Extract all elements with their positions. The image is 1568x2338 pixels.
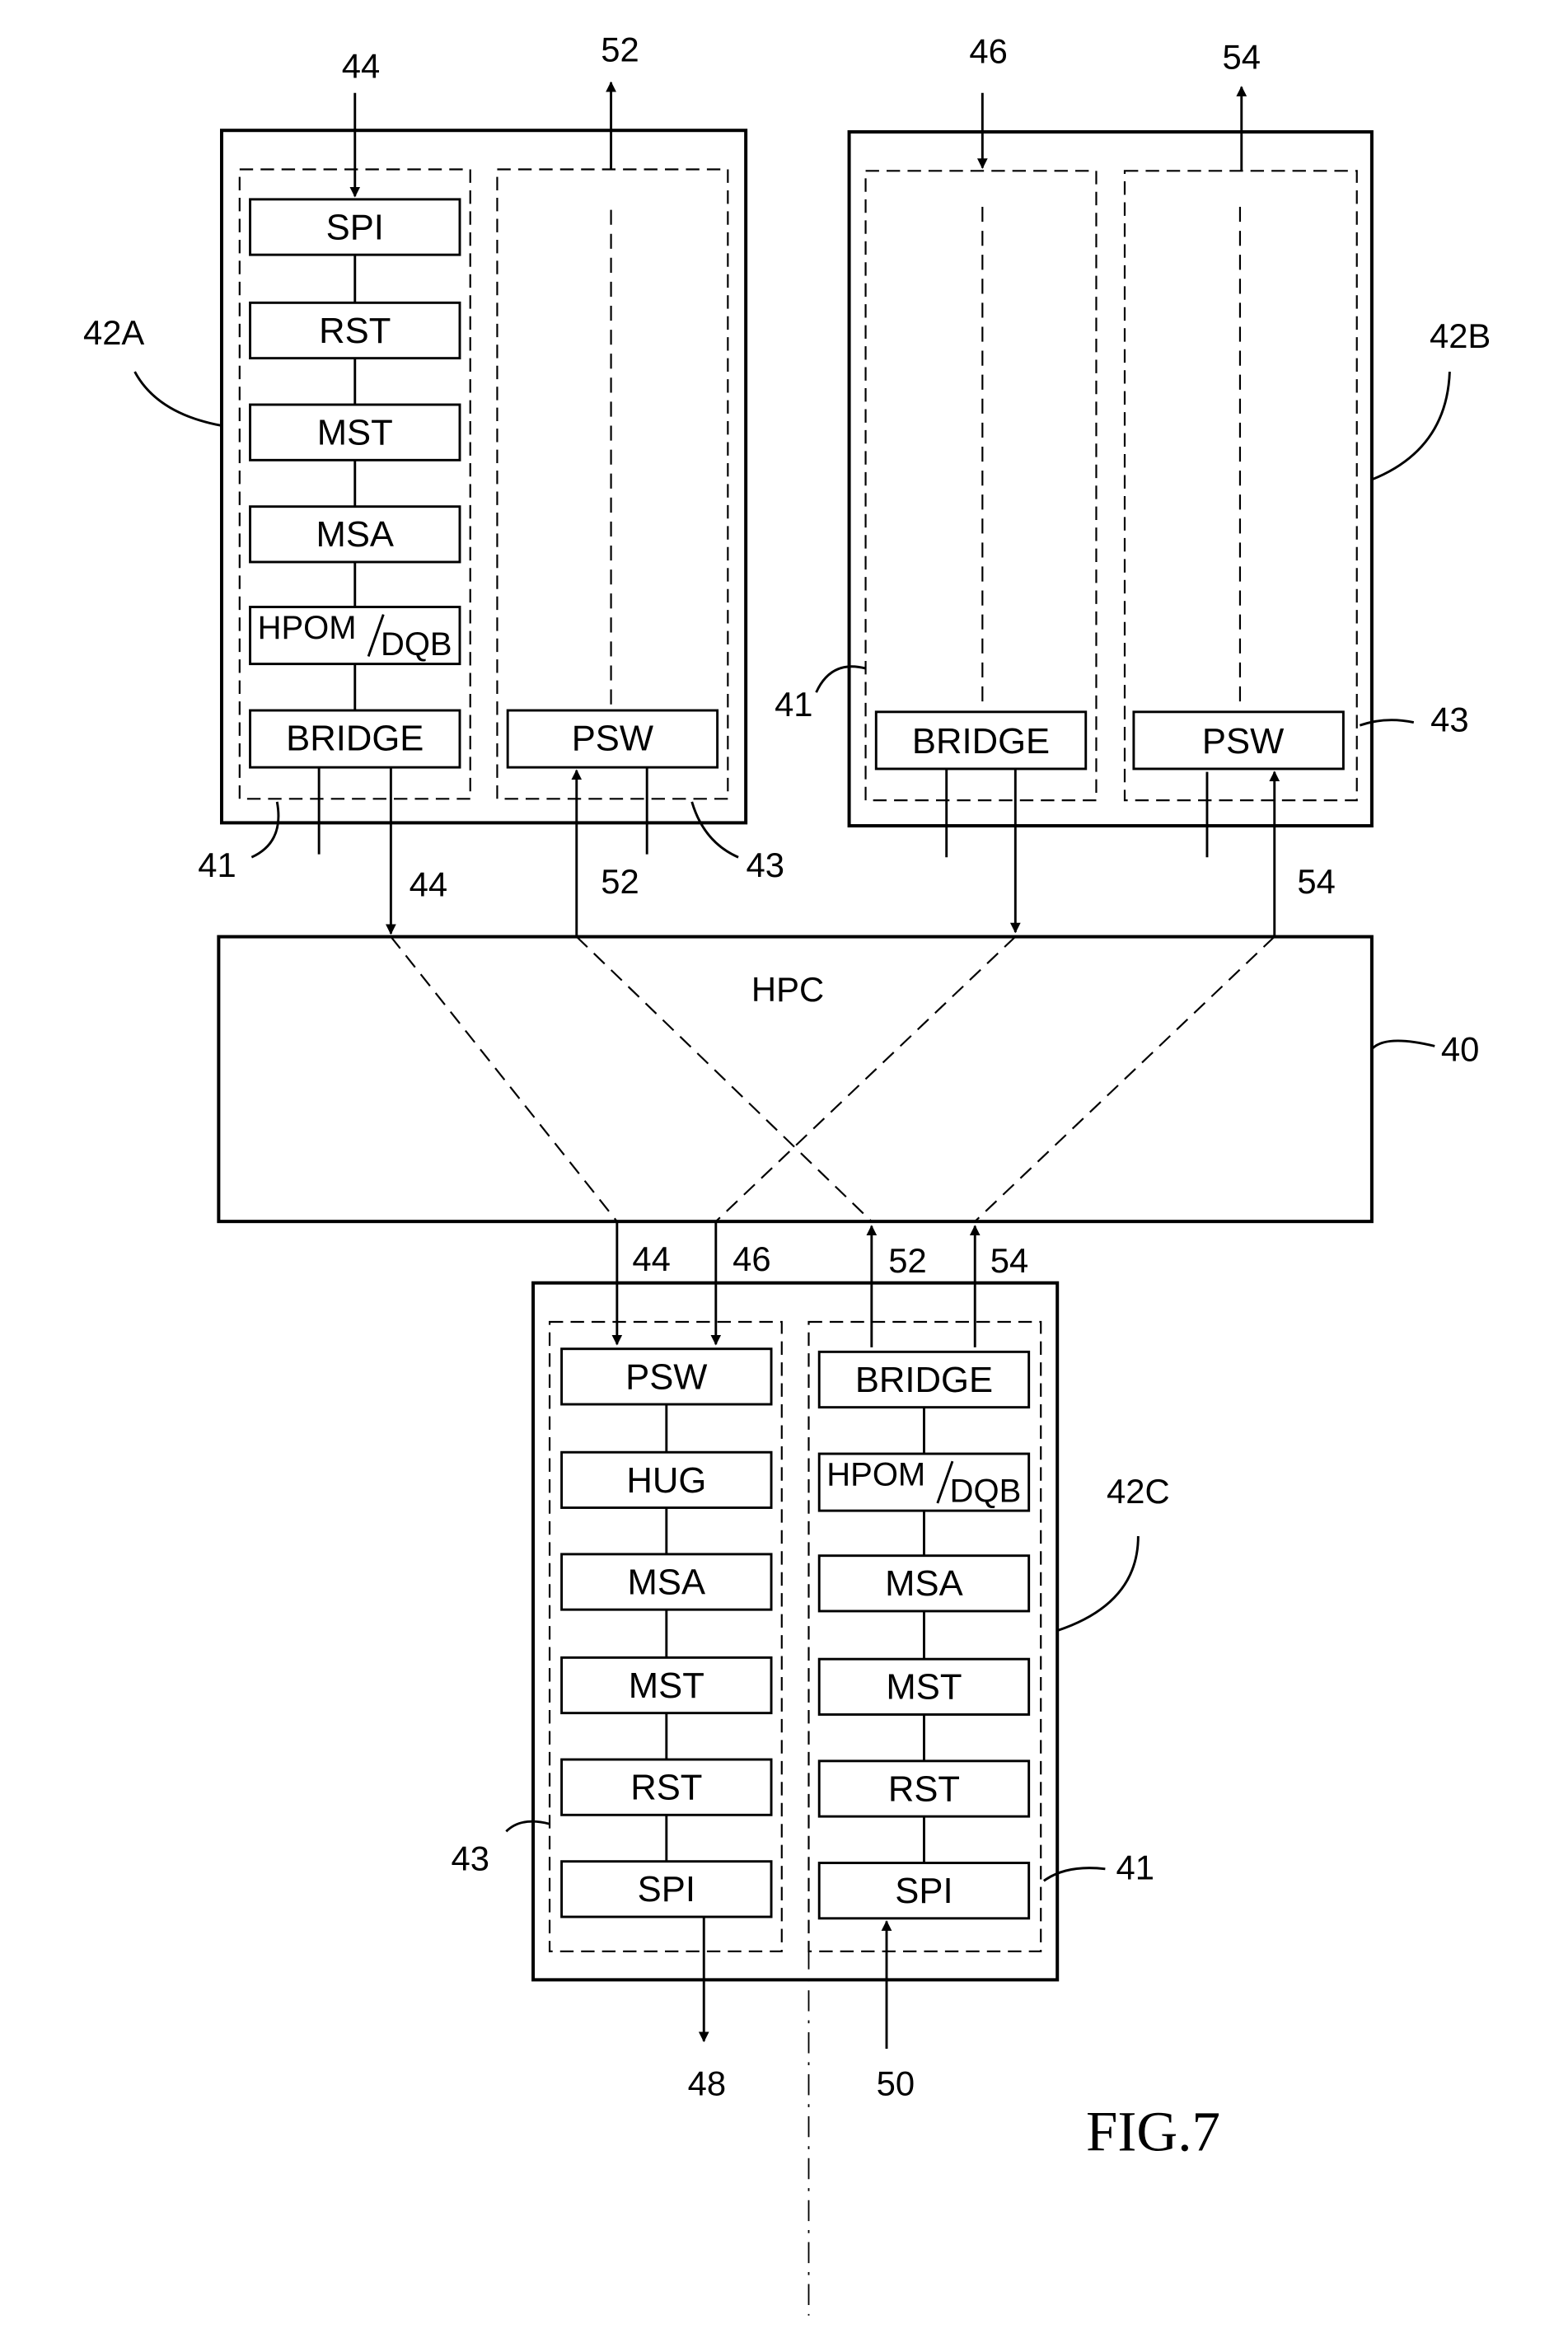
ref-42c: 42C	[1107, 1472, 1170, 1511]
block-spi-c-right-label: SPI	[895, 1872, 953, 1911]
hpc-switch: HPC 40	[218, 937, 1479, 1222]
figure-title: FIG.7	[1086, 2100, 1220, 2163]
block-mst-c-right-label: MST	[886, 1668, 962, 1708]
ref-44-bottom: 44	[410, 864, 447, 903]
block-mst-c-left-label: MST	[629, 1666, 704, 1706]
ref-43-b: 43	[1430, 700, 1468, 738]
ref-46-top: 46	[969, 31, 1007, 70]
leader-40	[1372, 1041, 1435, 1049]
ref-48: 48	[688, 2064, 726, 2102]
unit-42b: BRIDGE PSW 46 54 54 42B 41 43	[775, 31, 1491, 936]
block-bridge-label: BRIDGE	[286, 719, 424, 759]
block-bridge-c-label: BRIDGE	[855, 1361, 993, 1400]
block-mst-label: MST	[317, 414, 393, 453]
block-psw-label: PSW	[572, 719, 654, 759]
block-bridge-b-label: BRIDGE	[912, 722, 1050, 761]
ref-42a: 42A	[83, 313, 144, 352]
leader-42b	[1372, 372, 1450, 480]
block-hpom-c-label: HPOM	[826, 1456, 925, 1492]
unit-42c: 44 46 52 54 PSW HUG MSA MST RST SPI BRID…	[451, 1221, 1169, 2316]
block-spi-c-left-label: SPI	[638, 1870, 695, 1909]
block-spi-label: SPI	[326, 208, 384, 247]
ref-41-c: 41	[1116, 1848, 1154, 1886]
block-dqb-label: DQB	[381, 626, 452, 663]
block-msa-c-left-label: MSA	[628, 1563, 706, 1602]
ref-46-c: 46	[733, 1239, 770, 1278]
ref-44-c: 44	[632, 1239, 670, 1278]
ref-50: 50	[877, 2064, 915, 2102]
ref-52-c: 52	[888, 1241, 926, 1280]
block-dqb-c-label: DQB	[950, 1473, 1022, 1509]
hpc-label: HPC	[751, 970, 824, 1009]
block-rst-c-left-label: RST	[630, 1769, 702, 1808]
ref-42b: 42B	[1430, 316, 1491, 355]
ref-40: 40	[1441, 1030, 1479, 1069]
ref-43-a: 43	[747, 846, 784, 884]
ref-41-b: 41	[775, 685, 812, 724]
ref-54-top: 54	[1223, 38, 1261, 77]
ref-52-top: 52	[601, 30, 639, 69]
block-hpom-label: HPOM	[258, 610, 357, 646]
leader-42c	[1057, 1536, 1138, 1631]
leader-42a	[135, 372, 222, 425]
unit-42a: SPI RST MST MSA HPOM DQB BRIDGE PSW 44 5…	[83, 30, 784, 937]
block-psw-c-label: PSW	[625, 1357, 708, 1397]
block-rst-c-right-label: RST	[888, 1769, 960, 1809]
ref-41-a: 41	[198, 846, 236, 884]
ref-43-c: 43	[451, 1839, 489, 1878]
ref-44-top: 44	[342, 47, 380, 86]
ref-52-bottom: 52	[601, 862, 639, 901]
block-msa-c-right-label: MSA	[885, 1564, 963, 1604]
block-msa-label: MSA	[316, 515, 395, 555]
block-hug-label: HUG	[626, 1461, 706, 1501]
ref-54-c: 54	[990, 1241, 1028, 1280]
block-rst-label: RST	[319, 312, 391, 351]
ref-54-bottom: 54	[1297, 862, 1335, 901]
block-psw-b-label: PSW	[1202, 722, 1285, 761]
